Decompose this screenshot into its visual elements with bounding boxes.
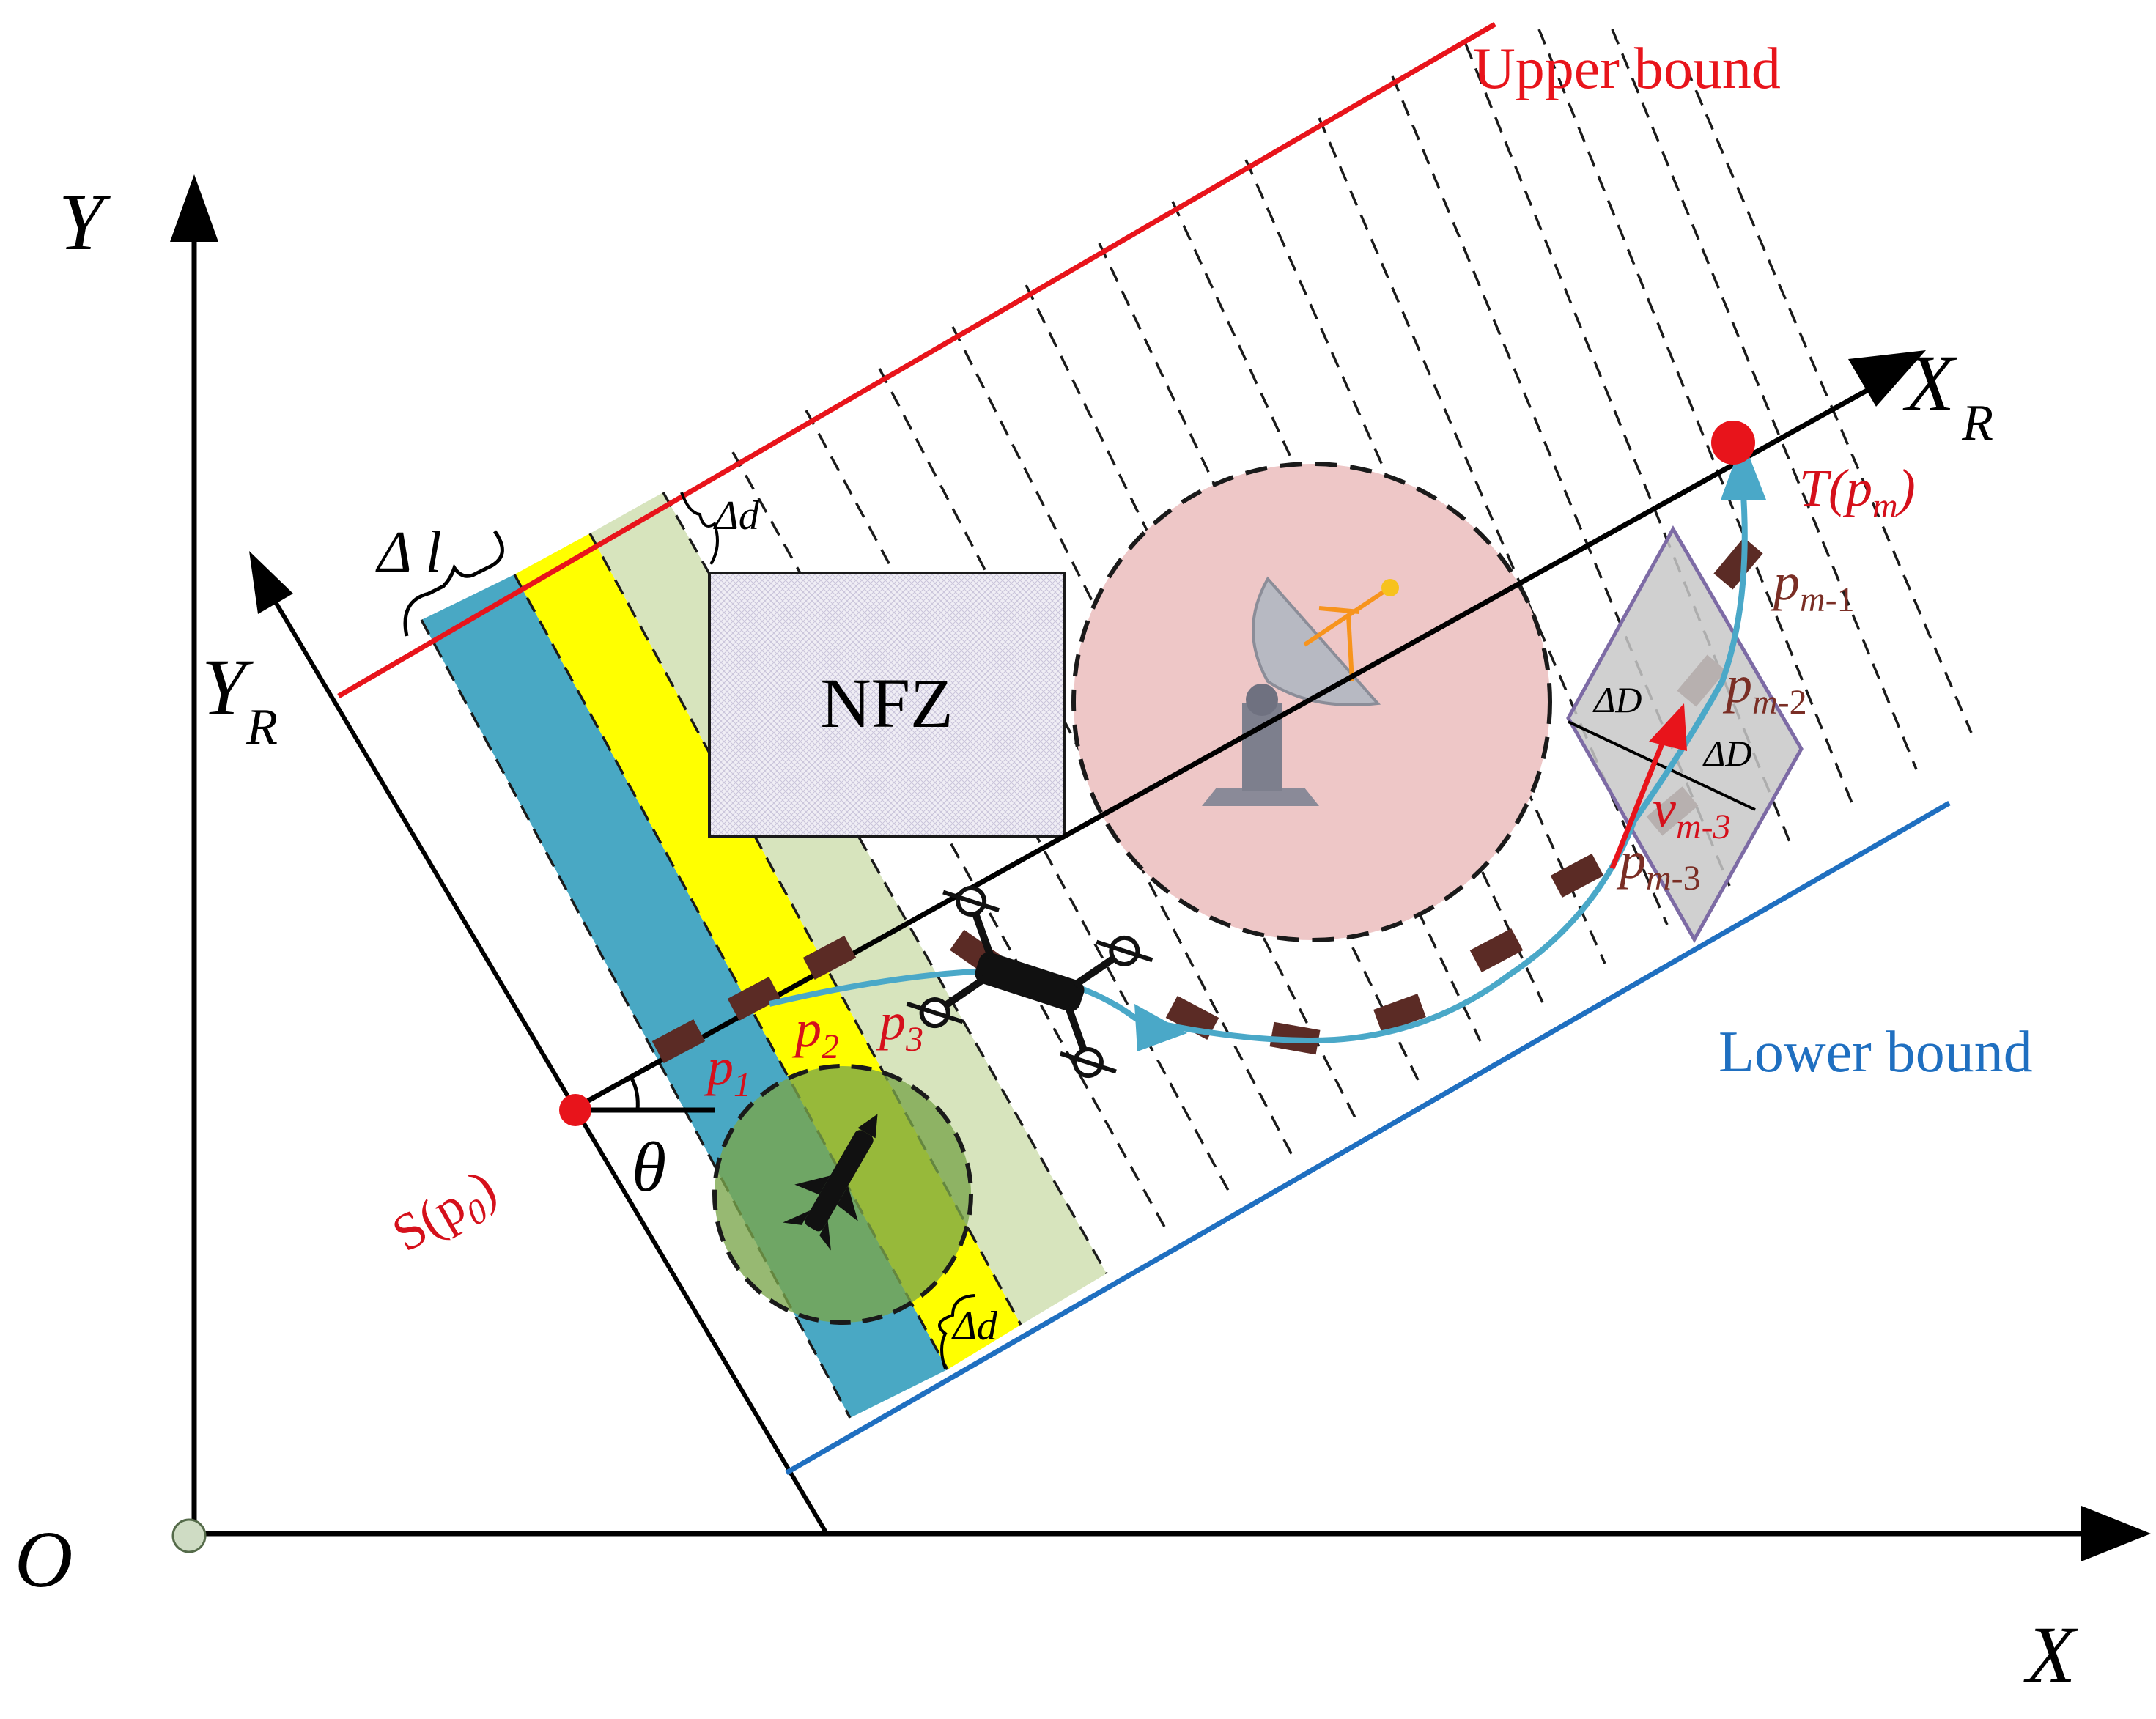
p3-label: p3: [876, 992, 923, 1059]
p1-label: p1: [704, 1038, 751, 1104]
delta-D-label-2: ΔD: [1702, 733, 1751, 774]
pm2-label: pm-2: [1722, 655, 1807, 722]
delta-d-top-label: Δd: [713, 493, 760, 539]
y-axis-label: Y: [59, 177, 111, 267]
pm1-label: pm-1: [1770, 552, 1855, 619]
origin-label: O: [15, 1515, 73, 1604]
origin-marker: [171, 1518, 207, 1553]
velocity-arrowhead: [1649, 703, 1687, 751]
threat-circle: [1071, 462, 1552, 942]
delta-d-top-brace: [680, 492, 719, 566]
lower-bound-line: [785, 800, 1951, 1476]
delta-d-bottom-brace: [938, 1294, 975, 1369]
start-point: [559, 1094, 591, 1126]
upper-bound-label: Upper bound: [1473, 37, 1781, 101]
p2-label: p2: [791, 999, 839, 1066]
target-label: T(pm): [1799, 459, 1916, 525]
x-axis-arrowhead: [2081, 1506, 2151, 1561]
lower-bound-label: Lower bound: [1718, 1020, 2033, 1084]
vm3-label: vm-3: [1653, 780, 1731, 846]
start-label: S(p0): [383, 1158, 510, 1270]
y-axis-arrowhead: [170, 174, 218, 242]
xr-axis-line: [574, 382, 1878, 1111]
nfz-label: NFZ: [820, 664, 953, 742]
nfz-zone: [708, 572, 1066, 838]
xr-axis-arrowhead: [1848, 350, 1926, 407]
radar-dish-icon: [1202, 576, 1399, 806]
path-arrowhead-end: [1721, 440, 1766, 500]
delta-d-bottom-label: Δd: [951, 1304, 998, 1349]
yr-axis-line: [273, 599, 829, 1535]
theta-arc: [630, 1077, 640, 1111]
delta-l-brace: [403, 530, 504, 637]
target-point: [1711, 421, 1755, 465]
velocity-vector: [1609, 739, 1666, 870]
delta-D-line: [1568, 720, 1756, 811]
x-axis-label: X: [2023, 1610, 2078, 1699]
quadcopter-drone-icon: [906, 885, 1153, 1079]
yr-axis-label: YR: [202, 643, 278, 755]
theta-label: θ: [632, 1128, 666, 1206]
yr-axis-arrowhead: [249, 551, 293, 614]
delta-D-label-1: ΔD: [1592, 679, 1642, 720]
path-arrowhead-mid: [1134, 1004, 1187, 1051]
upper-bound-line: [337, 21, 1496, 699]
pm3-label: pm-3: [1616, 831, 1701, 898]
delta-l-label: Δ l: [375, 520, 442, 585]
missile-icon: [783, 1114, 878, 1251]
